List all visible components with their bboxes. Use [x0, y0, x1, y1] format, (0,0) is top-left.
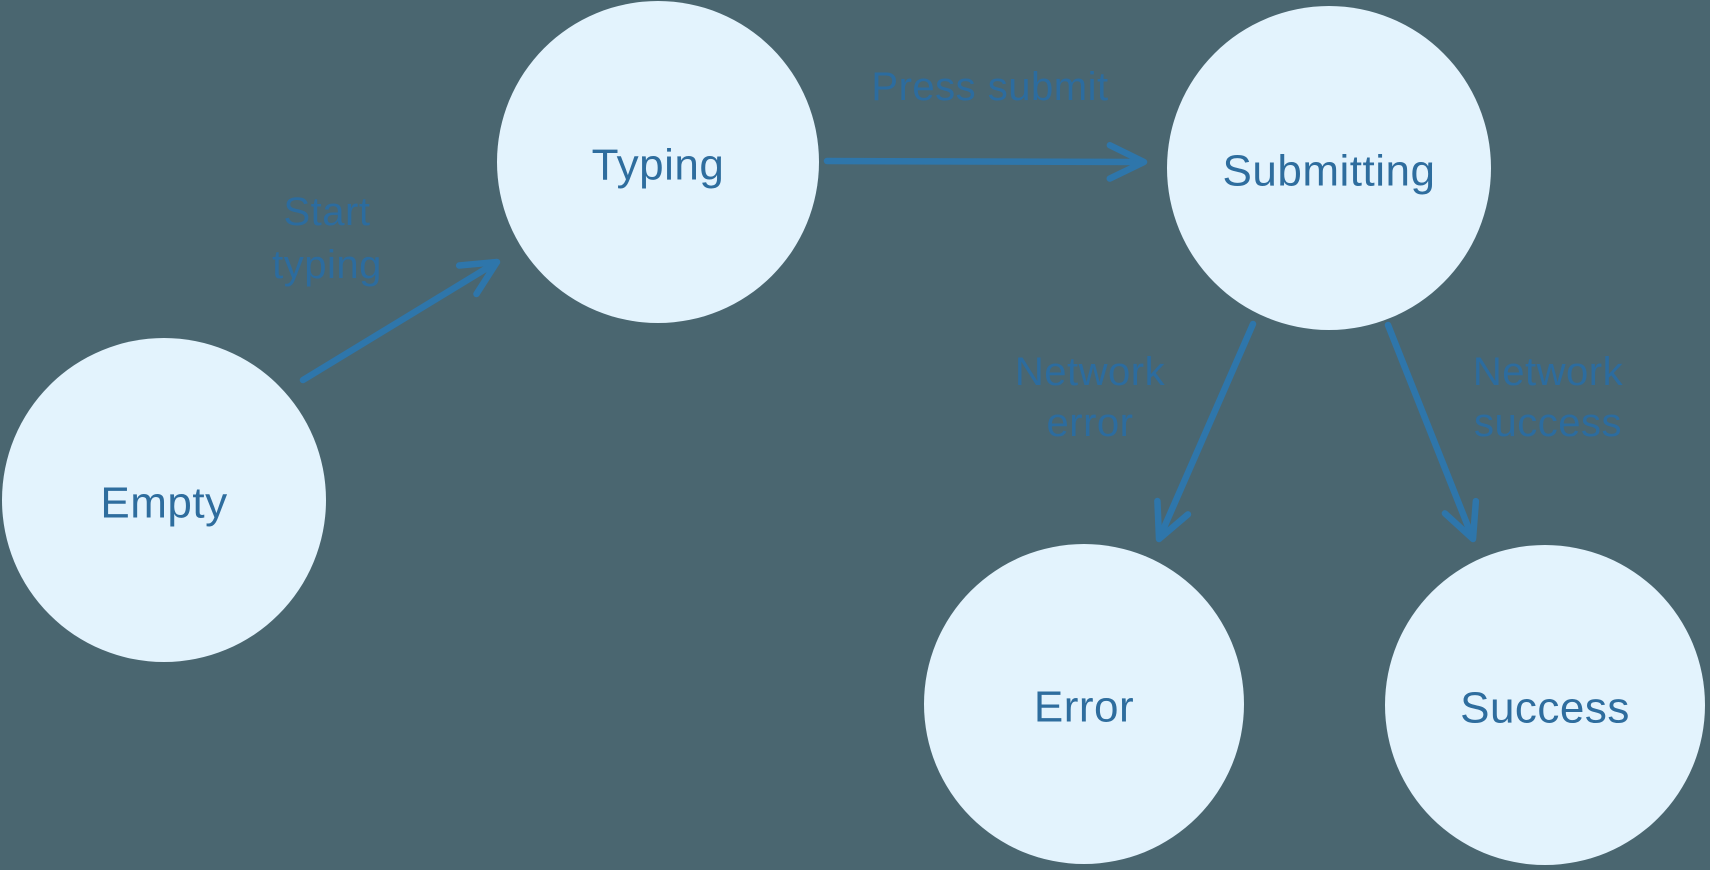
transition-arrow-submitting-to-success: Network success [1384, 321, 1624, 543]
state-label-success: Success [1460, 684, 1630, 733]
state-circle-empty [2, 338, 326, 662]
arrow-shaft-submitting-to-success [1384, 321, 1475, 539]
state-node-error: Error [924, 544, 1244, 864]
transition-arrow-submitting-to-error: Network error [1015, 320, 1257, 543]
transition-label-submitting-to-error-line2: error [1047, 401, 1134, 445]
arrowhead-icon [455, 258, 501, 298]
state-label-typing: Typing [592, 141, 725, 190]
transition-label-submitting-to-success-line2: success [1474, 401, 1622, 445]
state-circle-error [924, 544, 1244, 864]
transition-label-empty-to-typing-line2: typing [272, 243, 382, 287]
state-circle-typing [497, 1, 819, 323]
transition-label-empty-to-typing-line1: Start [284, 190, 371, 234]
arrowhead-icon [1106, 141, 1148, 182]
transition-label-submitting-to-error-line1: Network [1015, 350, 1166, 394]
arrowhead-icon [1441, 497, 1480, 543]
arrow-shaft-submitting-to-error [1157, 320, 1257, 539]
state-node-success: Success [1385, 545, 1705, 865]
state-label-submitting: Submitting [1223, 147, 1436, 196]
transition-label-typing-to-submitting-line1: Press submit [871, 65, 1108, 109]
state-node-submitting: Submitting [1167, 6, 1491, 330]
state-circle-success [1385, 545, 1705, 865]
state-node-typing: Typing [497, 1, 819, 323]
arrow-shaft-typing-to-submitting [823, 157, 1144, 166]
state-label-error: Error [1034, 683, 1134, 732]
arrowhead-icon [1154, 497, 1192, 543]
transition-label-submitting-to-success-line1: Network [1473, 350, 1624, 394]
state-node-empty: Empty [2, 338, 326, 662]
transition-arrow-empty-to-typing: Start typing [272, 190, 501, 384]
state-label-empty: Empty [100, 479, 227, 528]
transition-arrow-typing-to-submitting: Press submit [823, 65, 1148, 182]
state-circle-submitting [1167, 6, 1491, 330]
arrow-shaft-empty-to-typing [299, 260, 497, 384]
